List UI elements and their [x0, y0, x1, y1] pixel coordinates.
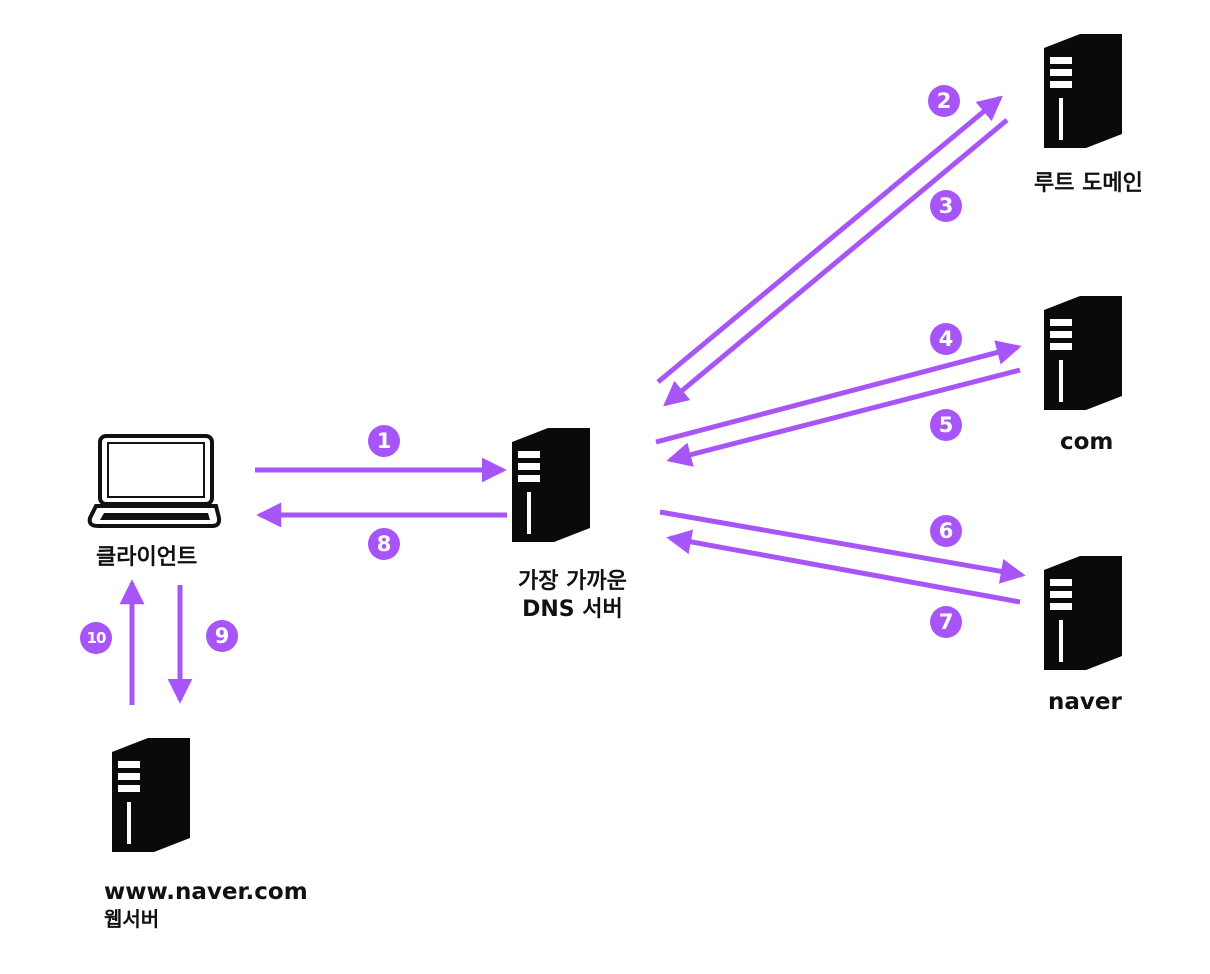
root-domain-server-icon — [1044, 34, 1122, 148]
arrow-layer — [119, 95, 1026, 705]
naver-label: naver — [1048, 689, 1122, 715]
step-9-badge: 9 — [206, 620, 238, 652]
webserver-label: www.naver.com 웹서버 — [104, 878, 308, 932]
laptop-icon — [87, 434, 222, 528]
local-dns-label-line2: DNS 서버 — [522, 596, 623, 622]
local-dns-server-icon — [512, 428, 590, 542]
arrow-step-6 — [659, 509, 1026, 584]
webserver-label-line2: 웹서버 — [104, 906, 160, 931]
com-label: com — [1060, 429, 1114, 455]
arrow-step-2 — [656, 95, 1003, 384]
step-10-badge: 10 — [80, 622, 112, 654]
local-dns-label: 가장 가까운 DNS 서버 — [518, 568, 627, 623]
arrow-step-4 — [655, 340, 1022, 445]
step-8-badge: 8 — [368, 528, 400, 560]
arrow-step-5 — [666, 367, 1021, 467]
com-server-icon — [1044, 296, 1122, 410]
arrow-step-3 — [663, 118, 1009, 407]
local-dns-label-line1: 가장 가까운 — [518, 569, 627, 594]
webserver-label-line1: www.naver.com — [104, 879, 308, 905]
root-domain-label: 루트 도메인 — [1034, 171, 1143, 196]
step-5-badge: 5 — [930, 409, 962, 441]
webserver-icon — [112, 738, 190, 852]
step-6-badge: 6 — [930, 515, 962, 547]
step-7-badge: 7 — [930, 606, 962, 638]
client-label: 클라이언트 — [96, 545, 198, 570]
step-1-badge: 1 — [368, 425, 400, 457]
arrow-step-7 — [666, 529, 1021, 605]
step-3-badge: 3 — [930, 190, 962, 222]
naver-server-icon — [1044, 556, 1122, 670]
step-4-badge: 4 — [930, 323, 962, 355]
step-2-badge: 2 — [928, 85, 960, 117]
